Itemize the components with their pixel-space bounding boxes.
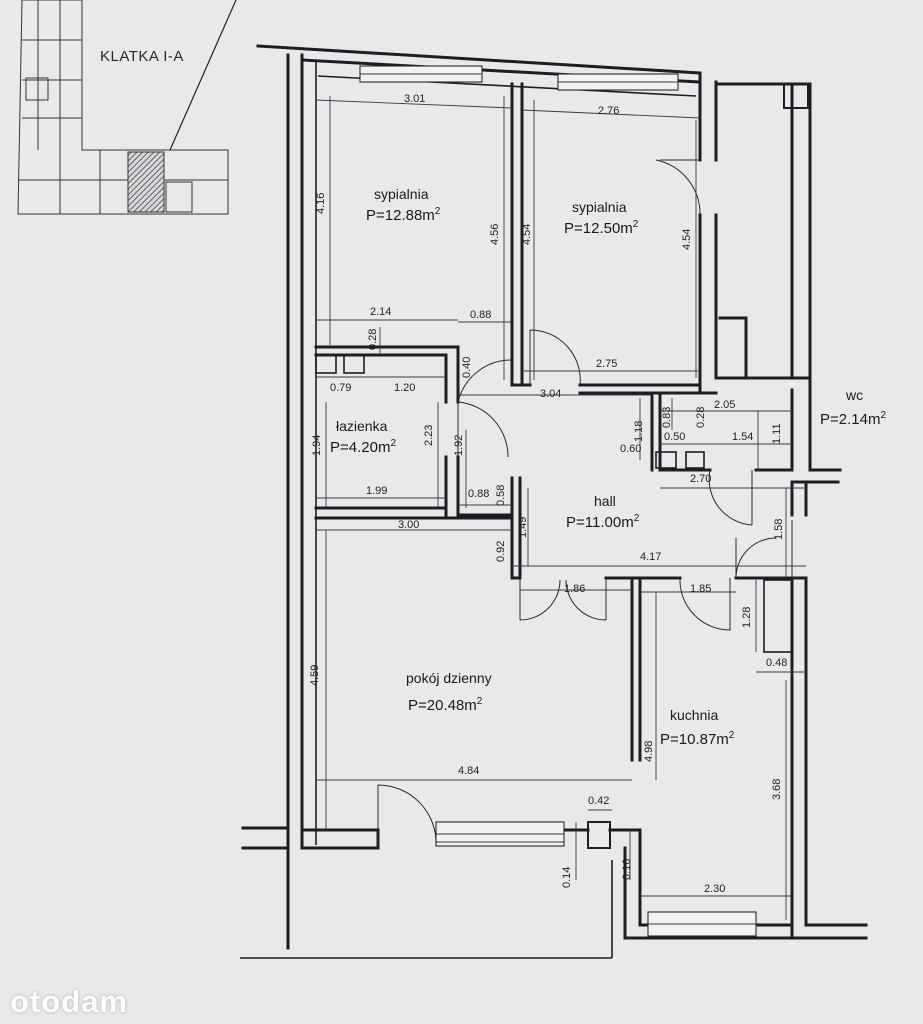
dim-label: 1.18: [633, 421, 645, 442]
dim-label: 0.58: [495, 485, 507, 506]
dimension-labels: 3.01 2.76 4.16 4.56 4.54 4.54 2.14 0.88 …: [309, 93, 787, 895]
dim-label: 4.98: [643, 741, 655, 762]
dim-label: 3.00: [398, 519, 419, 531]
dim-label: 2.30: [704, 883, 725, 895]
room-name-bathroom: łazienka: [336, 418, 388, 434]
dim-label: 4.54: [681, 229, 693, 250]
dim-label: 1.92: [453, 435, 465, 456]
dim-label: 1.28: [741, 607, 753, 628]
room-area-wc: P=2.14m2: [820, 410, 886, 428]
dim-label: 0.88: [470, 309, 491, 321]
dim-label: 0.16: [621, 859, 633, 880]
dim-label: 4.54: [521, 224, 533, 245]
dim-label: 0.83: [661, 407, 673, 428]
otodam-watermark-logo: otodam: [10, 984, 128, 1019]
key-plan: KLATKA I-A: [17, 0, 237, 215]
dim-label: 2.70: [690, 473, 711, 485]
dim-label: 4.16: [315, 193, 327, 214]
dim-label: 0.14: [561, 867, 573, 888]
dim-label: 2.75: [596, 358, 617, 370]
room-area-bedroom-1: P=12.88m2: [366, 206, 441, 224]
room-name-living-room: pokój dzienny: [406, 670, 492, 686]
room-name-bedroom-1: sypialnia: [374, 186, 429, 202]
dim-label: 0.88: [468, 488, 489, 500]
dim-label: 0.92: [495, 541, 507, 562]
dim-label: 0.28: [367, 329, 379, 350]
dim-label: 0.60: [620, 443, 641, 455]
stair-label: KLATKA I-A: [100, 48, 184, 65]
room-name-hall: hall: [594, 493, 616, 509]
dimension-lines: [315, 96, 806, 920]
dim-label: 1.49: [517, 517, 529, 538]
room-name-bedroom-2: sypialnia: [572, 199, 627, 215]
dim-label: 0.28: [695, 407, 707, 428]
dim-label: 3.01: [404, 93, 425, 105]
dim-label: 1.85: [690, 583, 711, 595]
dim-label: 4.59: [309, 665, 321, 686]
dim-label: 0.48: [766, 657, 787, 669]
room-area-living-room: P=20.48m2: [408, 696, 483, 714]
dim-label: 1.58: [773, 519, 785, 540]
dim-label: 3.04: [540, 388, 561, 400]
room-area-bedroom-2: P=12.50m2: [564, 219, 639, 237]
room-area-kitchen: P=10.87m2: [660, 730, 735, 748]
room-labels: sypialnia P=12.88m2 sypialnia P=12.50m2 …: [330, 186, 886, 748]
walls: [240, 44, 868, 959]
dim-label: 2.14: [370, 306, 391, 318]
dim-label: 0.50: [664, 431, 685, 443]
dim-label: 4.17: [640, 551, 661, 563]
dim-label: 0.79: [330, 382, 351, 394]
room-area-hall: P=11.00m2: [566, 513, 640, 531]
dim-label: 2.23: [423, 425, 435, 446]
dim-label: 0.40: [461, 357, 473, 378]
key-plan-pointer: [169, 0, 237, 151]
dim-label: 1.94: [311, 435, 323, 456]
dim-label: 1.11: [771, 423, 783, 444]
room-name-wc: wc: [845, 387, 863, 403]
dim-label: 0.42: [588, 795, 609, 807]
room-name-kitchen: kuchnia: [670, 707, 718, 723]
dim-label: 1.54: [732, 431, 753, 443]
dim-label: 2.05: [714, 399, 735, 411]
dim-label: 3.68: [771, 779, 783, 800]
dim-label: 1.99: [366, 485, 387, 497]
dim-label: 1.20: [394, 382, 415, 394]
dim-label: 4.84: [458, 765, 479, 777]
dim-label: 4.56: [489, 224, 501, 245]
windows: [359, 65, 757, 937]
dim-label: 2.76: [598, 105, 619, 117]
doors: [377, 159, 793, 848]
dim-label: 1.86: [564, 583, 585, 595]
room-area-bathroom: P=4.20m2: [330, 438, 396, 456]
